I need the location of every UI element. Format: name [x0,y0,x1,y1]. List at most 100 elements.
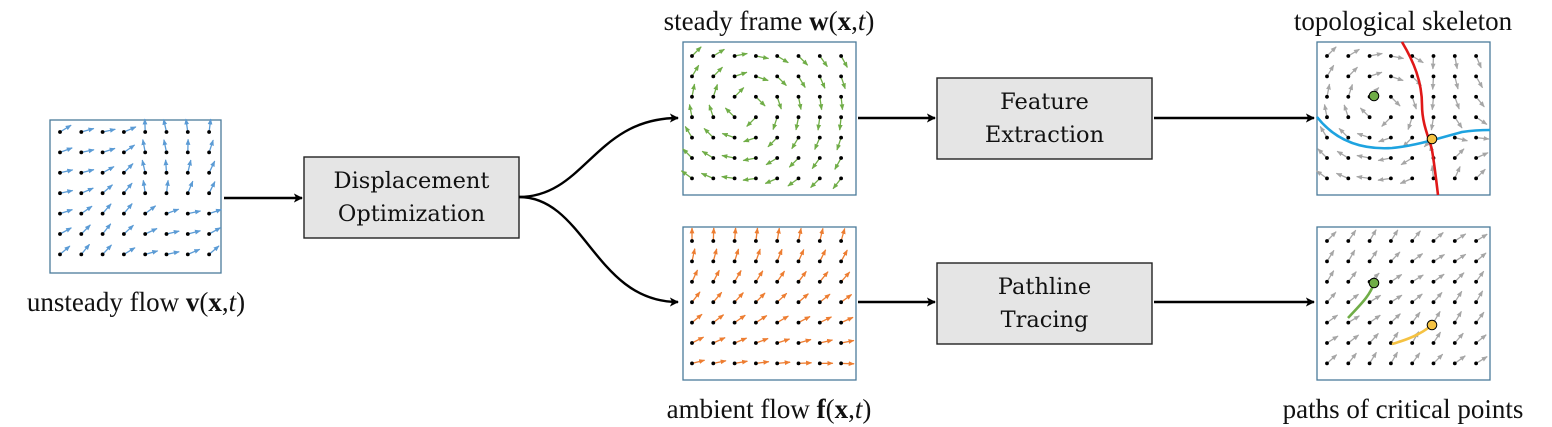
vector-arrow-glyph [1390,351,1399,364]
grid-dot [1410,361,1415,366]
grid-dot [143,150,148,155]
grid-dot [839,279,843,284]
grid-dot [1389,320,1393,325]
vector-arrow-glyph [162,118,168,133]
vector-arrow-glyph [1369,229,1377,242]
vector-arrow-glyph [102,203,112,215]
grid-dot [100,232,105,236]
grid-dot [732,94,737,99]
vector-arrow-glyph [819,227,824,242]
vector-arrow-glyph [755,292,766,303]
grid-dot [711,341,716,345]
grid-dot [839,341,843,345]
vector-arrow-glyph [840,271,851,283]
grid-dot [1346,239,1351,243]
grid-dot [690,320,694,325]
vector-arrow-glyph [1390,96,1401,107]
grid-dot [711,135,716,140]
grid-dot [690,341,694,345]
ambient-flow-panel [682,226,857,381]
grid-dot [732,54,737,58]
grid-dot [839,361,843,366]
vector-arrow-glyph [811,157,821,170]
vector-arrow-glyph [123,247,136,255]
grid-dot [58,130,62,134]
grid-dot [164,232,169,236]
vector-arrow-glyph [141,159,146,173]
center-critical-point [1368,90,1380,102]
grid-dot [711,74,716,79]
grid-dot [143,232,148,236]
grid-dot [817,54,822,58]
vector-arrow-glyph [834,157,842,170]
vector-arrow-glyph [819,55,828,68]
grid-dot [839,320,843,325]
grid-dot [796,300,801,305]
vector-arrow-glyph [1377,177,1391,182]
grid-dot [79,191,84,196]
vector-arrow-glyph [1433,273,1445,283]
vector-arrow-glyph [1326,231,1337,242]
grid-dot [1431,361,1436,366]
grid-dot [817,156,822,160]
displacement-box-line1: Displacement [334,168,490,194]
vector-arrow-glyph [123,126,137,133]
vector-arrow-glyph [691,313,703,324]
grid-dot [164,170,169,175]
vector-arrow-glyph [123,182,133,194]
vector-arrow-glyph [755,315,768,324]
grid-dot [1474,279,1478,284]
vector-arrow-glyph [733,248,740,262]
grid-dot [58,252,62,257]
grid-dot [1474,320,1478,325]
grid-dot [1389,135,1393,140]
grid-dot [775,259,780,264]
grid-dot [164,130,169,134]
vector-arrow-glyph [1432,331,1442,344]
grid-dot [690,259,694,264]
grid-dot [58,150,62,155]
grid-dot [796,54,801,58]
grid-dot [207,130,212,134]
grid-dot [1367,320,1372,325]
vector-arrow-glyph [1475,356,1488,364]
vector-arrow-glyph [1369,71,1383,78]
grid-dot [839,115,843,120]
pathline-box-line2: Tracing [1001,307,1089,333]
grid-dot [732,239,737,243]
grid-dot [79,252,84,257]
steady-frame-glyphs [680,46,848,190]
vector-arrow-glyph [81,187,94,194]
ambient-flow-label: ambient flow f(x,t) [667,394,872,424]
vector-arrow-glyph [1411,311,1421,323]
critical-paths-panel [1316,226,1491,381]
grid-dot [1325,156,1329,160]
vector-arrow-glyph [691,83,696,97]
vector-arrow-glyph [1430,55,1436,70]
grid-dot [164,252,169,257]
pathline-tracing-box [936,262,1153,345]
grid-dot [711,259,716,264]
vector-arrow-glyph [1433,232,1444,242]
grid-dot [796,320,801,325]
vector-arrow-glyph [1411,253,1424,262]
grid-dot [1431,54,1436,58]
vector-arrow-glyph [797,76,806,89]
vector-arrow-glyph [184,118,190,133]
vector-arrow-glyph [708,104,714,118]
grid-dot [796,156,801,160]
grid-dot [1474,135,1478,140]
vector-arrow-glyph [680,170,693,179]
grid-dot [1346,54,1351,58]
grid-dot [1346,341,1351,345]
vector-arrow-glyph [755,96,766,107]
grid-dot [817,300,822,305]
vector-arrow-glyph [166,250,180,256]
vector-arrow-glyph [141,179,147,194]
grid-dot [143,170,148,175]
grid-dot [732,115,737,120]
vector-arrow-glyph [691,336,705,344]
vector-arrow-glyph [819,338,834,344]
grid-dot [1389,74,1393,79]
grid-dot [1452,259,1457,264]
